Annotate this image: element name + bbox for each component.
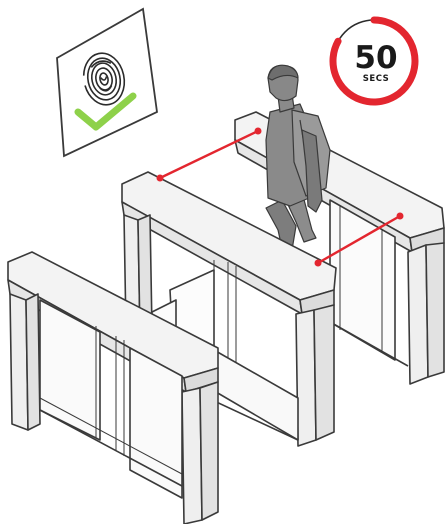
fingerprint-sign [57, 9, 157, 156]
person-walking [266, 65, 330, 250]
timer-unit: SECS [363, 74, 389, 84]
sensor-dot [157, 175, 164, 182]
timer-value: 50 [354, 40, 397, 76]
sensor-dot [255, 128, 262, 135]
sensor-dot [315, 260, 322, 267]
sensor-dot [397, 213, 404, 220]
countdown-timer: 50 SECS [327, 14, 421, 108]
